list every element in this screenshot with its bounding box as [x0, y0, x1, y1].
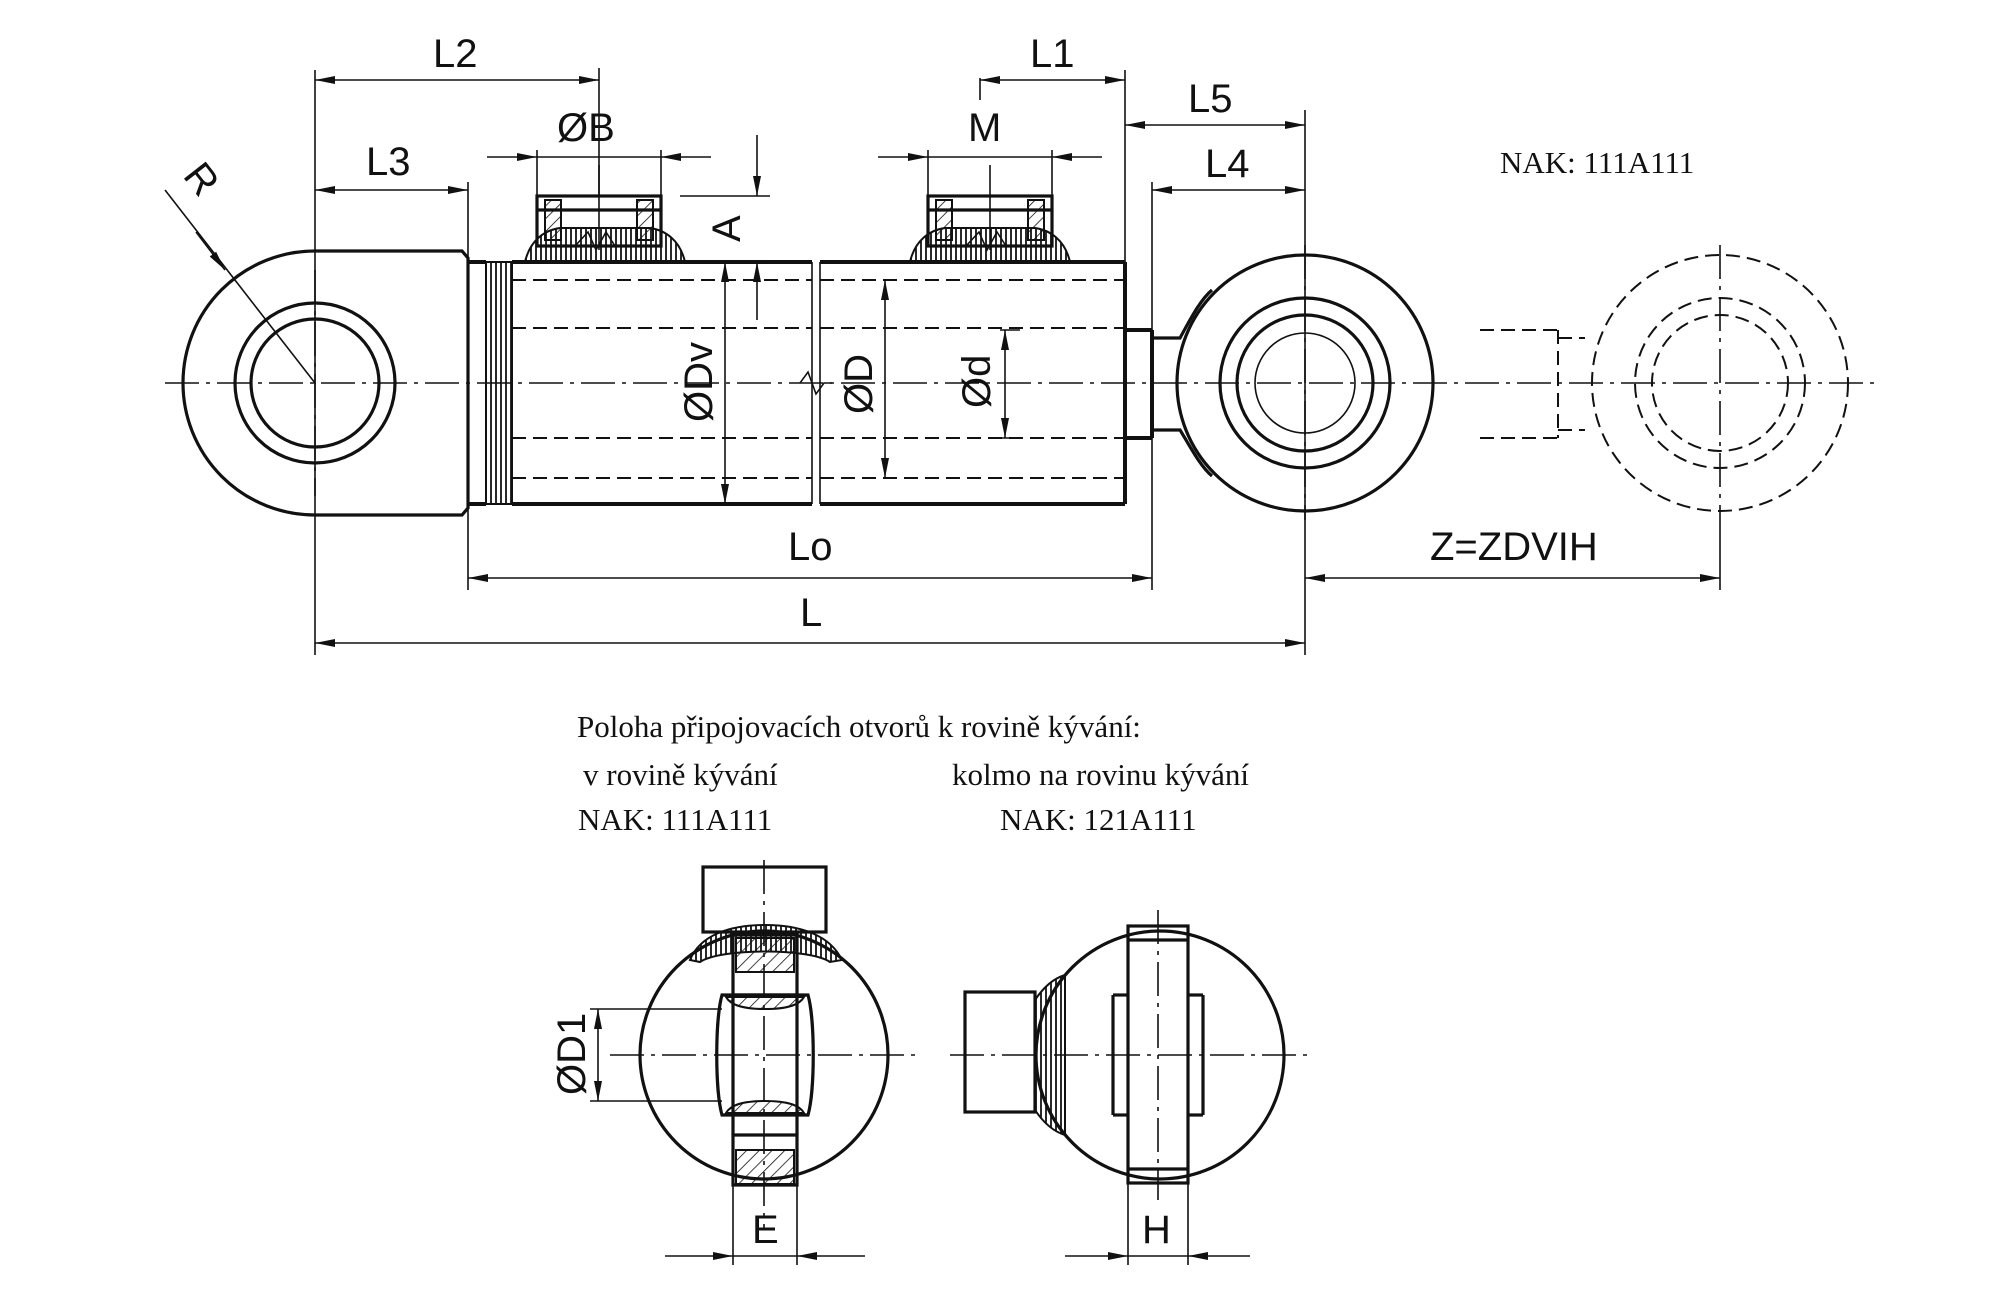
dim-label-a: A	[705, 215, 749, 242]
in-plane-label: v rovině kývání	[583, 757, 778, 792]
side-view: L2 L3 L1 L5 L4 ØB M A R ØDv ØD Ød Lo L Z…	[164, 32, 1880, 655]
dim-label-l: L	[800, 591, 822, 635]
dim-label-l4: L4	[1205, 142, 1250, 186]
dim-label-d-big: ØD	[837, 354, 881, 414]
main-order-code: NAK: 111A111	[1500, 145, 1694, 180]
dim-label-l5: L5	[1188, 77, 1233, 121]
dimension-lines	[195, 76, 1720, 647]
cylinder-tube-right	[820, 260, 1127, 506]
dim-label-b: ØB	[557, 106, 615, 150]
dim-label-l2: L2	[433, 32, 478, 76]
perpendicular-label: kolmo na rovinu kývání	[952, 757, 1249, 792]
port-boss-left	[523, 165, 687, 263]
dim-label-h: H	[1142, 1208, 1171, 1252]
dim-label-d-small: Ød	[955, 355, 999, 408]
extended-eye-ghost	[1480, 245, 1849, 520]
orientation-notes: Poloha připojovacích otvorů k rovině kýv…	[577, 709, 1249, 837]
port-boss-right	[908, 165, 1072, 263]
orientation-heading: Poloha připojovacích otvorů k rovině kýv…	[577, 709, 1141, 744]
left-eye	[164, 189, 470, 517]
dim-label-m: M	[968, 106, 1001, 150]
dim-label-l3: L3	[366, 140, 411, 184]
in-plane-view: ØD1 E	[550, 860, 920, 1265]
dim-label-l1: L1	[1030, 32, 1075, 76]
perpendicular-order-code: NAK: 121A111	[1000, 802, 1197, 837]
dim-label-dv: ØDv	[677, 342, 721, 422]
break-mark	[799, 262, 832, 504]
in-plane-order-code: NAK: 111A111	[578, 802, 772, 837]
dim-label-lo: Lo	[788, 525, 833, 569]
perpendicular-view: H	[950, 910, 1310, 1265]
extension-lines	[314, 68, 1721, 655]
dim-label-d1: ØD1	[550, 1013, 594, 1095]
dim-label-e: E	[752, 1208, 779, 1252]
dim-label-stroke: Z=ZDVIH	[1430, 525, 1598, 569]
dim-label-r: R	[175, 154, 227, 204]
